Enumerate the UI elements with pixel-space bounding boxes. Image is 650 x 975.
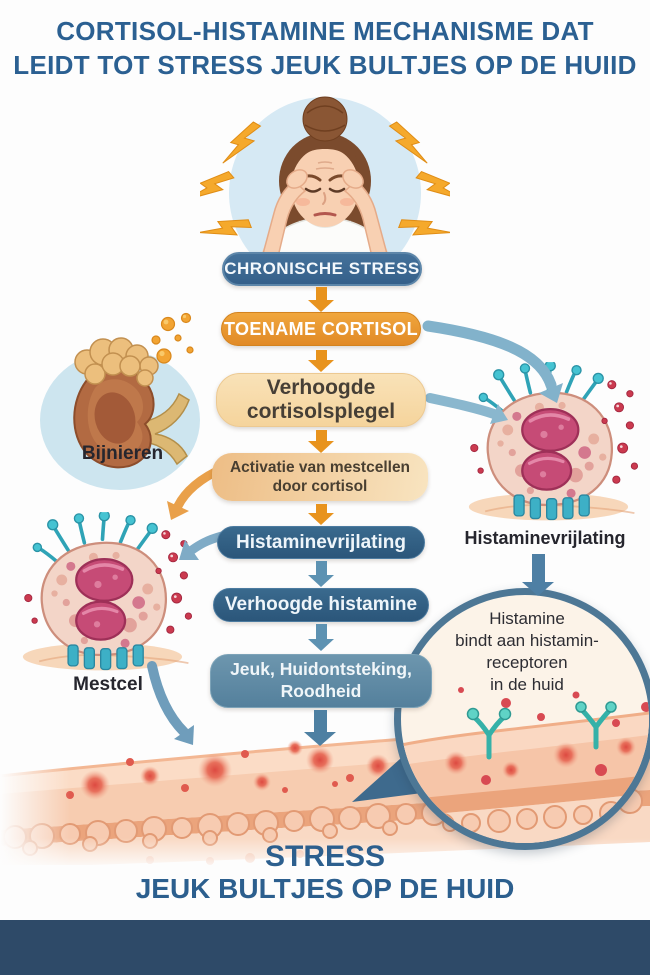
inset-caption: Histamine bindt aan histamin- receptoren… (455, 609, 599, 695)
arrow-down-icon (308, 350, 334, 372)
mestcel-label: Mestcel (73, 674, 143, 695)
inset-skin-illustration (401, 687, 649, 843)
lightning-bolt-icon (200, 121, 450, 236)
cortisol-droplets (151, 312, 194, 364)
arrow-down-icon (308, 287, 334, 312)
verhoogde-histamine-badge: Verhoogde histamine (213, 588, 429, 622)
histaminevrijlating-badge: Histaminevrijlating (217, 526, 425, 559)
page-title-line2: LEIDT TOT STRESS JEUK BULTJES OP DE HUII… (13, 50, 637, 81)
stressed-woman-illustration (200, 96, 450, 265)
mastcell-illustration-left (12, 512, 202, 675)
page-title-line1: CORTISOL-HISTAMINE MECHANISME DAT (56, 16, 594, 46)
skin-inset-magnifier (394, 588, 650, 850)
page-title: CORTISOL-HISTAMINE MECHANISME DAT LEIDT … (0, 14, 650, 83)
histaminevrijlating-label-right: Histaminevrijlating (464, 528, 626, 548)
bijnieren-label: Bijnieren (81, 443, 164, 464)
arrow-down-icon (308, 504, 334, 525)
activatie-mestcellen-box: Activatie van mestcellen door cortisol (212, 453, 428, 501)
arrow-down-icon (308, 561, 334, 587)
arrow-down-icon (308, 624, 334, 651)
toename-cortisol-badge: TOENAME CORTISOL (221, 312, 421, 346)
chronic-stress-badge: CHRONISCHE STRESS (222, 252, 422, 286)
arrow-down-icon (308, 430, 334, 453)
gevolgen-badge: Jeuk, Huidontsteking, Roodheid (210, 654, 432, 708)
bijnieren-illustration (40, 337, 200, 490)
mastcell-illustration-right (458, 362, 648, 525)
footer-bar (0, 920, 650, 975)
footer-title-line1: STRESS (264, 840, 386, 873)
verhoogde-cortisolspiegel-box: Verhoogde cortisolsplegel (216, 373, 426, 427)
arrow-down-icon (522, 554, 554, 596)
footer-title-line2: JEUK BULTJES OP DE HUID (135, 873, 515, 904)
arrow-down-icon (304, 710, 336, 746)
